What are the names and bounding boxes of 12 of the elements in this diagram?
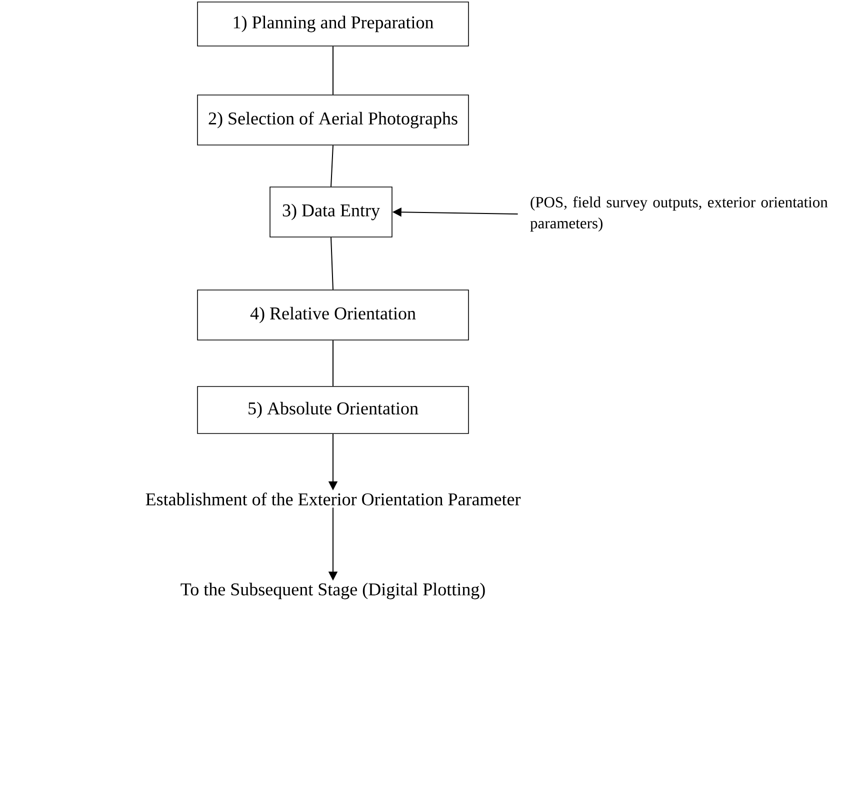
process-box: 3) Data Entry	[270, 186, 392, 238]
process-box: 4) Relative Orientation	[197, 290, 469, 340]
connector-line	[332, 46, 334, 96]
process-box: 2) Selection of Aerial Photographs	[197, 94, 469, 146]
connector-line	[330, 236, 334, 290]
connector-line	[330, 144, 334, 188]
connector-line	[332, 340, 334, 387]
outcome-text: To the Subsequent Stage (Digital Plotting)	[180, 582, 485, 600]
outcome-text: Establishment of the Exterior Orientation Parameter	[146, 492, 521, 506]
input-note: (POS, field survey outputs, exterior orientation parameters)	[530, 196, 828, 232]
process-box: 1) Planning and Preparation	[197, 2, 469, 46]
process-box: 5) Absolute Orientation	[197, 386, 469, 434]
